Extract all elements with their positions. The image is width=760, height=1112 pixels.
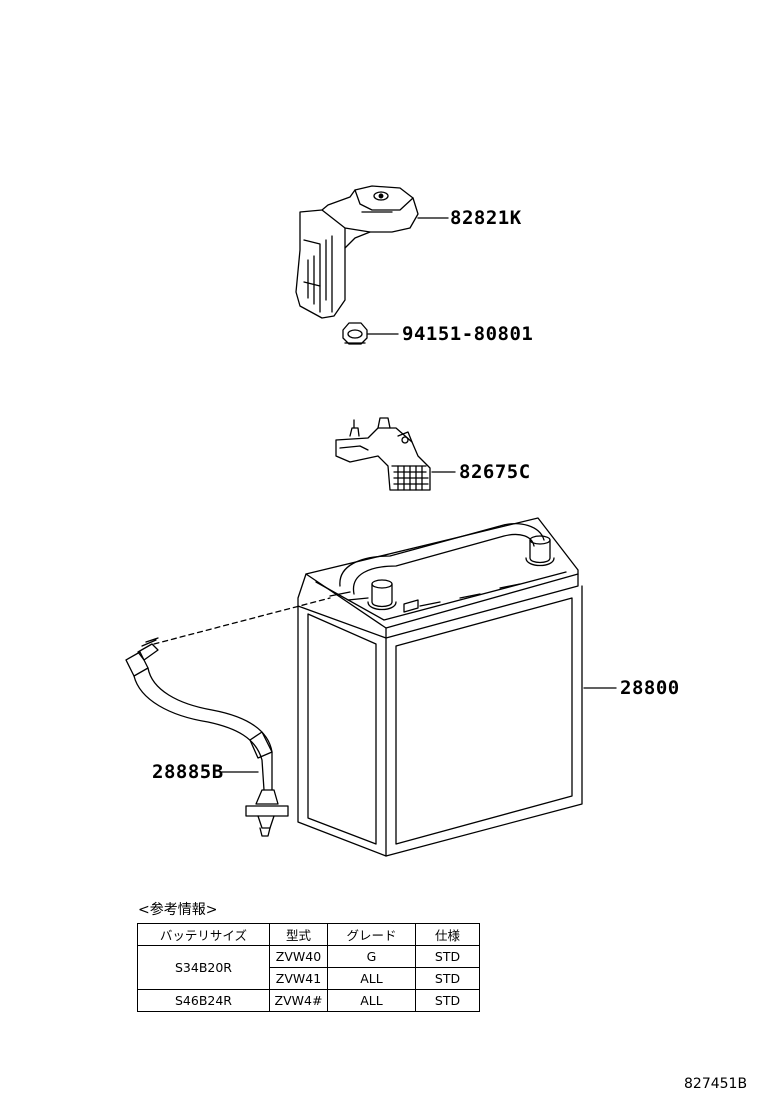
cell-spec: STD <box>415 967 480 990</box>
table-row: S34B20R ZVW40 G STD <box>137 945 480 990</box>
cell-battery-size: S46B24R <box>137 989 270 1012</box>
table-header-row: バッテリサイズ 型式 グレード 仕様 <box>137 923 480 946</box>
reference-caption: <参考情報> <box>138 902 218 918</box>
header-battery-size: バッテリサイズ <box>137 923 270 946</box>
header-grade: グレード <box>327 923 416 946</box>
terminal-cover-part[interactable] <box>295 185 419 319</box>
hose-connection-dashed-line <box>153 597 331 645</box>
part-number-nut: 94151-80801 <box>402 323 534 345</box>
cell-grade: G <box>327 945 416 968</box>
table-row: ZVW41 ALL STD <box>138 967 480 990</box>
vent-hose-part[interactable] <box>125 637 289 837</box>
battery-clamp-part[interactable] <box>335 417 431 491</box>
table-row: S46B24R ZVW4# ALL STD <box>137 989 480 1012</box>
cell-spec: STD <box>415 989 480 1012</box>
cell-battery-size: S34B20R <box>137 945 270 990</box>
part-number-cover: 82821K <box>450 207 522 229</box>
cell-model: ZVW4# <box>269 989 328 1012</box>
cell-spec: STD <box>415 945 480 968</box>
cell-grade: ALL <box>327 989 416 1012</box>
part-number-hose: 28885B <box>152 761 224 783</box>
cell-model: ZVW40 <box>269 945 328 968</box>
reference-table: バッテリサイズ 型式 グレード 仕様 S34B20R ZVW40 G STD Z… <box>137 923 480 1012</box>
cell-model: ZVW41 <box>269 967 328 990</box>
part-number-clamp: 82675C <box>459 461 531 483</box>
flange-nut-part[interactable] <box>342 322 368 345</box>
battery-part[interactable] <box>297 517 583 857</box>
diagram-id: 827451B <box>684 1076 748 1092</box>
part-number-battery: 28800 <box>620 677 680 699</box>
cell-grade: ALL <box>327 967 416 990</box>
header-spec: 仕様 <box>415 923 480 946</box>
header-model: 型式 <box>269 923 328 946</box>
